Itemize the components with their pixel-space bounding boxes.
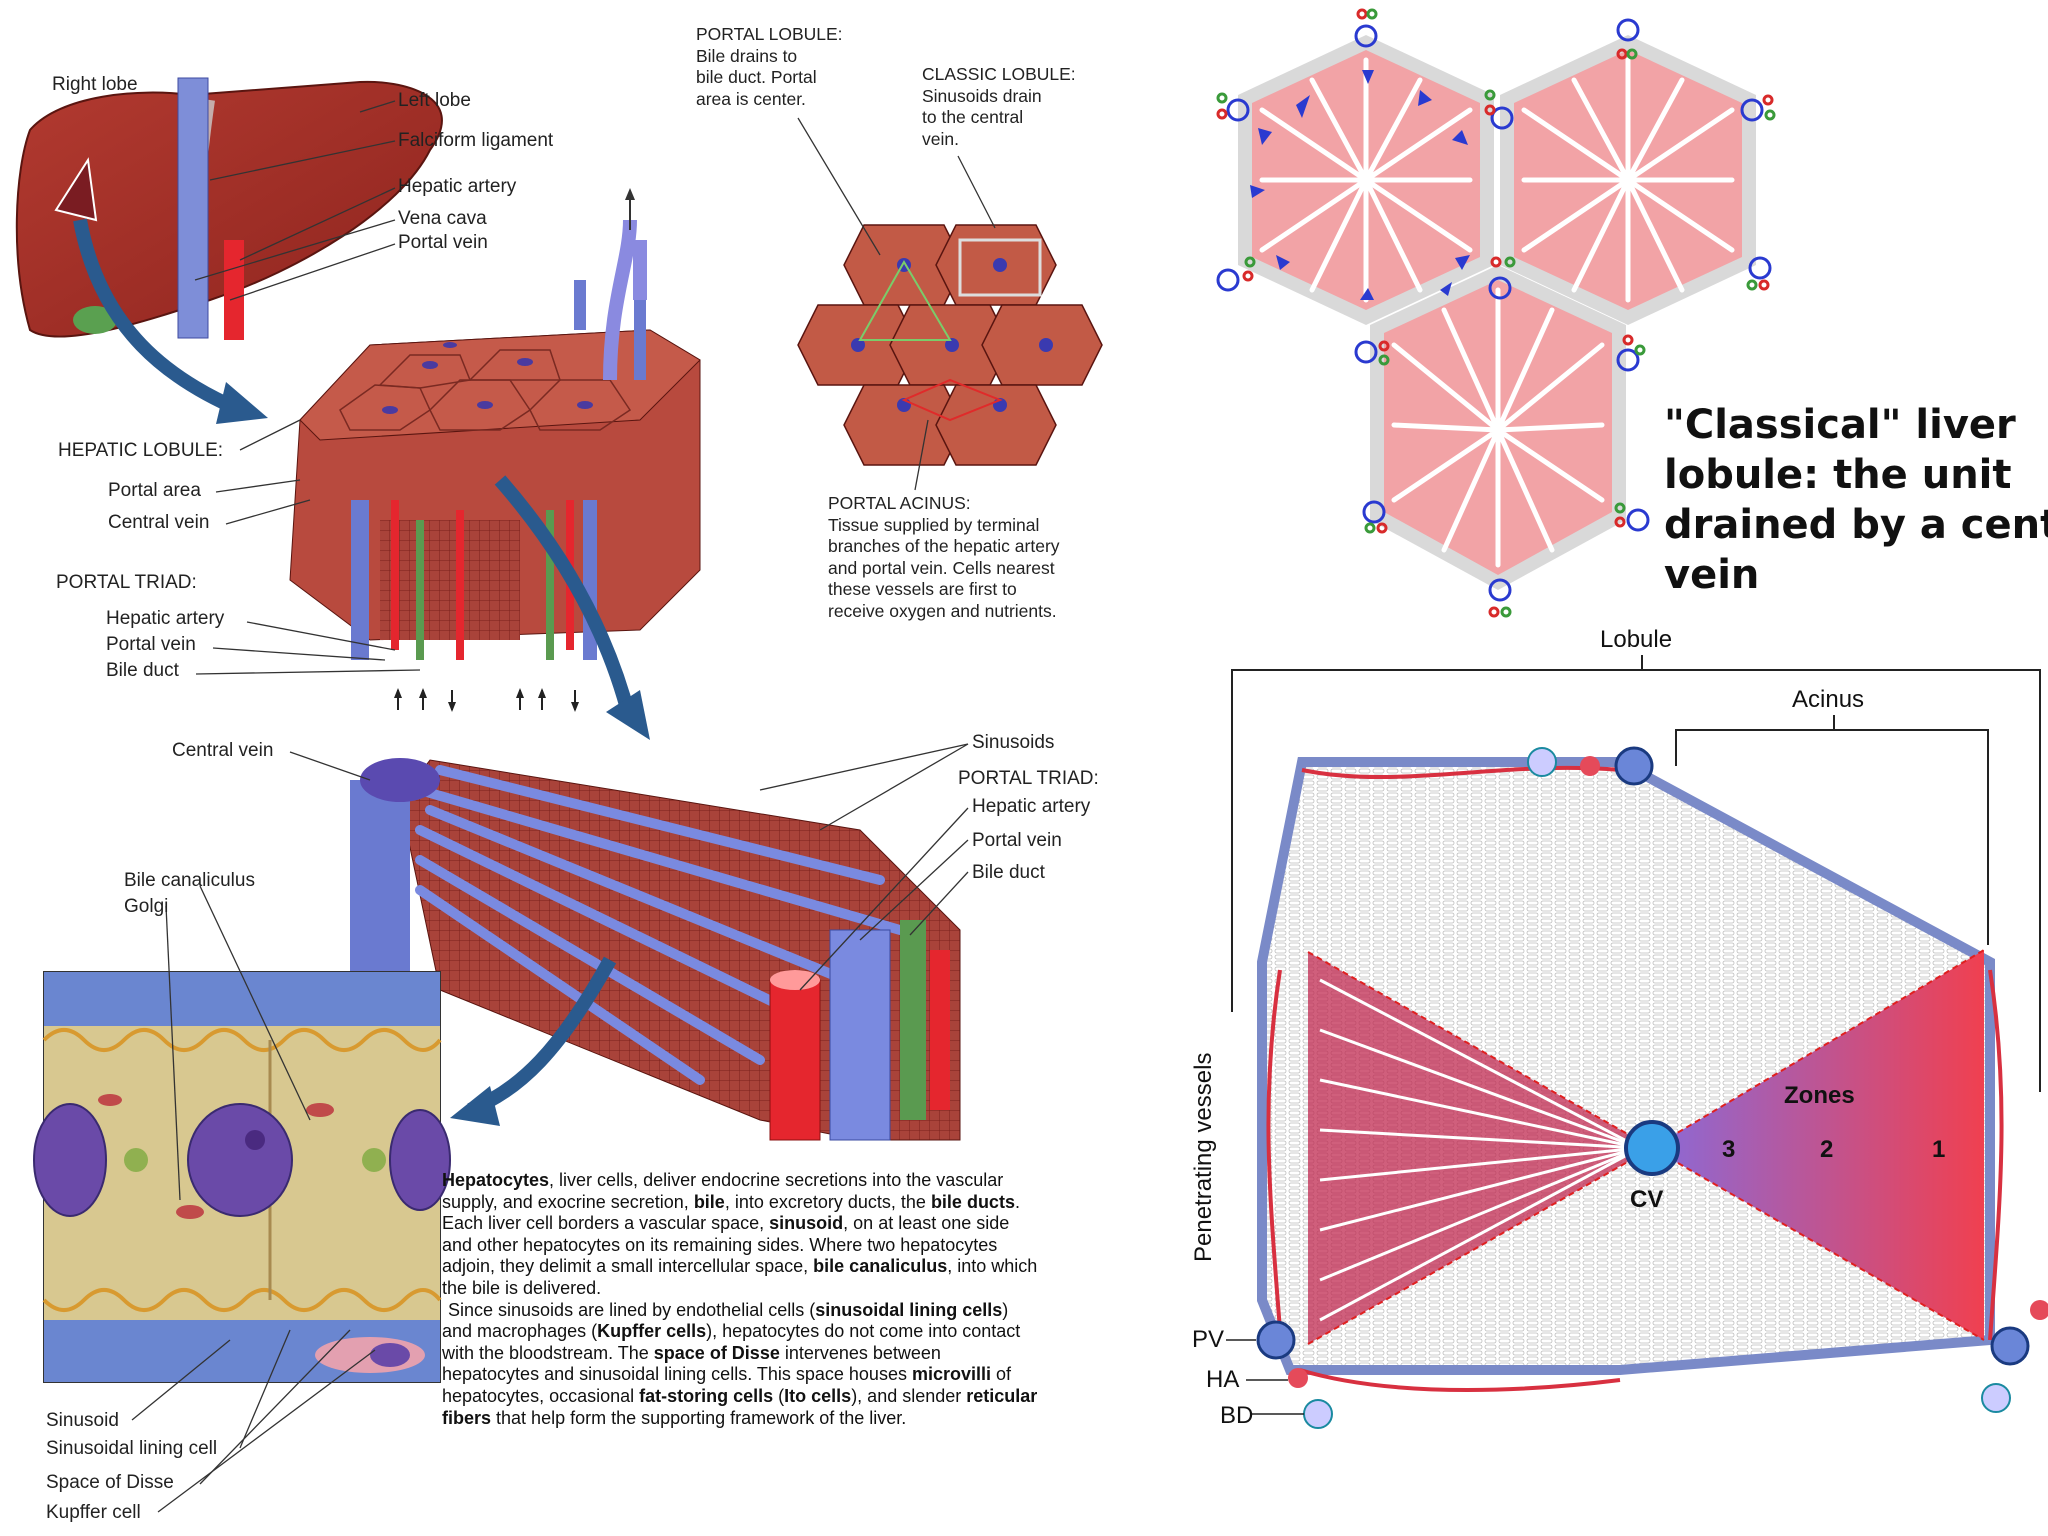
hepatocyte-cross-section xyxy=(33,971,451,1383)
flow-arrows xyxy=(394,688,579,712)
hepatic-lobule-3d xyxy=(289,188,701,740)
label-left-lobe: Left lobe xyxy=(398,90,471,111)
liver-leader-lines xyxy=(194,100,396,301)
label-portal-area: Portal area xyxy=(108,480,201,501)
label-zone-3: 3 xyxy=(1722,1136,1736,1163)
label-portal-triad: PORTAL TRIAD: xyxy=(56,572,197,593)
cell-leader-lines xyxy=(131,885,376,1513)
portal-lobule-caption: PORTAL LOBULE:Bile drains to bile duct. … xyxy=(696,24,843,109)
whole-liver-illustration xyxy=(15,77,443,424)
label-bd: BD xyxy=(1220,1402,1254,1429)
label-hepatic-lobule: HEPATIC LOBULE: xyxy=(58,440,224,461)
detail-leader-lines xyxy=(289,743,969,991)
label-bile-canaliculus: Bile canaliculus xyxy=(124,870,255,891)
label-right-lobe: Right lobe xyxy=(52,74,138,95)
hepatocyte-description: Hepatocytes, liver cells, deliver endocr… xyxy=(442,1170,1042,1429)
label-acinus: Acinus xyxy=(1792,686,1865,713)
label-zone-2: 2 xyxy=(1820,1136,1834,1163)
classic-lobule-caption: CLASSIC LOBULE:Sinusoids drain to the ce… xyxy=(922,64,1076,149)
label-liver-portal-vein: Portal vein xyxy=(398,232,488,253)
label-sinusoids: Sinusoids xyxy=(972,732,1055,753)
label-lobule-central-vein: Central vein xyxy=(108,512,210,533)
label-pv: PV xyxy=(1192,1326,1225,1353)
label-zone-1: 1 xyxy=(1932,1136,1946,1163)
label-sinusoid: Sinusoid xyxy=(46,1410,119,1431)
acinus-zones-diagram xyxy=(1226,655,2048,1429)
label-zones: Zones xyxy=(1784,1082,1855,1109)
classical-lobule-diagram xyxy=(1216,8,1776,618)
label-golgi: Golgi xyxy=(124,896,169,917)
label-detail-hepatic-artery: Hepatic artery xyxy=(972,796,1091,817)
label-lobule: Lobule xyxy=(1600,626,1673,653)
hex-central-veins xyxy=(851,258,1053,412)
label-triad-bile-duct: Bile duct xyxy=(106,660,179,681)
lobule-leader-lines xyxy=(195,419,421,675)
label-vena-cava: Vena cava xyxy=(398,208,487,229)
label-detail-bile-duct: Bile duct xyxy=(972,862,1045,883)
label-ha: HA xyxy=(1206,1366,1240,1393)
label-sinusoidal-lining-cell: Sinusoidal lining cell xyxy=(46,1438,218,1459)
sinusoid-detail-illustration xyxy=(350,758,961,1141)
description-paragraph-2: Since sinusoids are lined by endothelial… xyxy=(442,1299,1038,1428)
label-detail-central-vein: Central vein xyxy=(172,740,274,761)
label-liver-hepatic-artery: Hepatic artery xyxy=(398,176,517,197)
portal-acinus-caption: PORTAL ACINUS:Tissue supplied by termina… xyxy=(828,493,1060,621)
label-kupffer-cell: Kupffer cell xyxy=(46,1502,141,1523)
label-cv: CV xyxy=(1630,1186,1664,1213)
description-paragraph-1: Hepatocytes, liver cells, deliver endocr… xyxy=(442,1170,1038,1298)
portal-triad-markers xyxy=(1216,8,1776,618)
label-detail-portal-vein: Portal vein xyxy=(972,830,1062,851)
label-triad-portal-vein: Portal vein xyxy=(106,634,196,655)
label-space-of-disse: Space of Disse xyxy=(46,1472,174,1493)
label-penetrating-vessels: Penetrating vessels xyxy=(1190,1052,1217,1262)
label-detail-portal-triad: PORTAL TRIAD: xyxy=(958,768,1099,789)
label-falciform-ligament: Falciform ligament xyxy=(398,130,554,151)
label-triad-hepatic-artery: Hepatic artery xyxy=(106,608,225,629)
hex-lobule-outlines xyxy=(858,238,1042,422)
hex-leader-lines xyxy=(797,117,996,491)
